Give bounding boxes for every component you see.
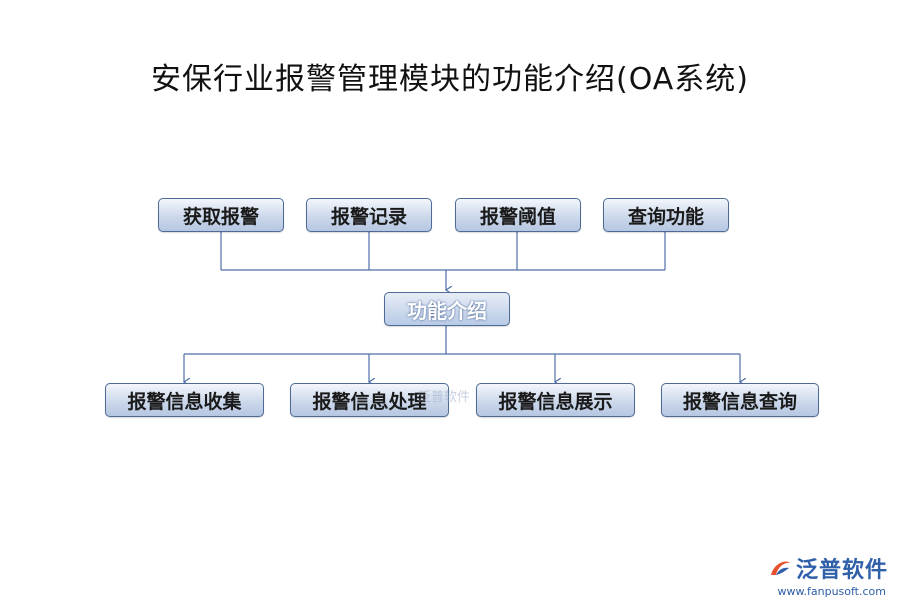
node-bottom-4: 报警信息查询: [661, 383, 819, 417]
logo-swirl-icon: [770, 561, 790, 575]
logo-url: www.fanpusoft.com: [777, 585, 886, 598]
node-top-3: 报警阈值: [455, 198, 581, 232]
node-bottom-2: 报警信息处理: [290, 383, 449, 417]
brand-logo: 泛普软件: [768, 552, 888, 584]
node-top-2: 报警记录: [306, 198, 432, 232]
logo-text: 泛普软件: [795, 558, 888, 583]
node-center: 功能介绍: [384, 292, 510, 326]
node-top-1: 获取报警: [158, 198, 284, 232]
diagram-title: 安保行业报警管理模块的功能介绍(OA系统): [150, 62, 750, 97]
node-bottom-1: 报警信息收集: [105, 383, 264, 417]
watermark: 泛普软件: [418, 390, 471, 405]
node-bottom-3: 报警信息展示: [476, 383, 635, 417]
node-top-4: 查询功能: [603, 198, 729, 232]
